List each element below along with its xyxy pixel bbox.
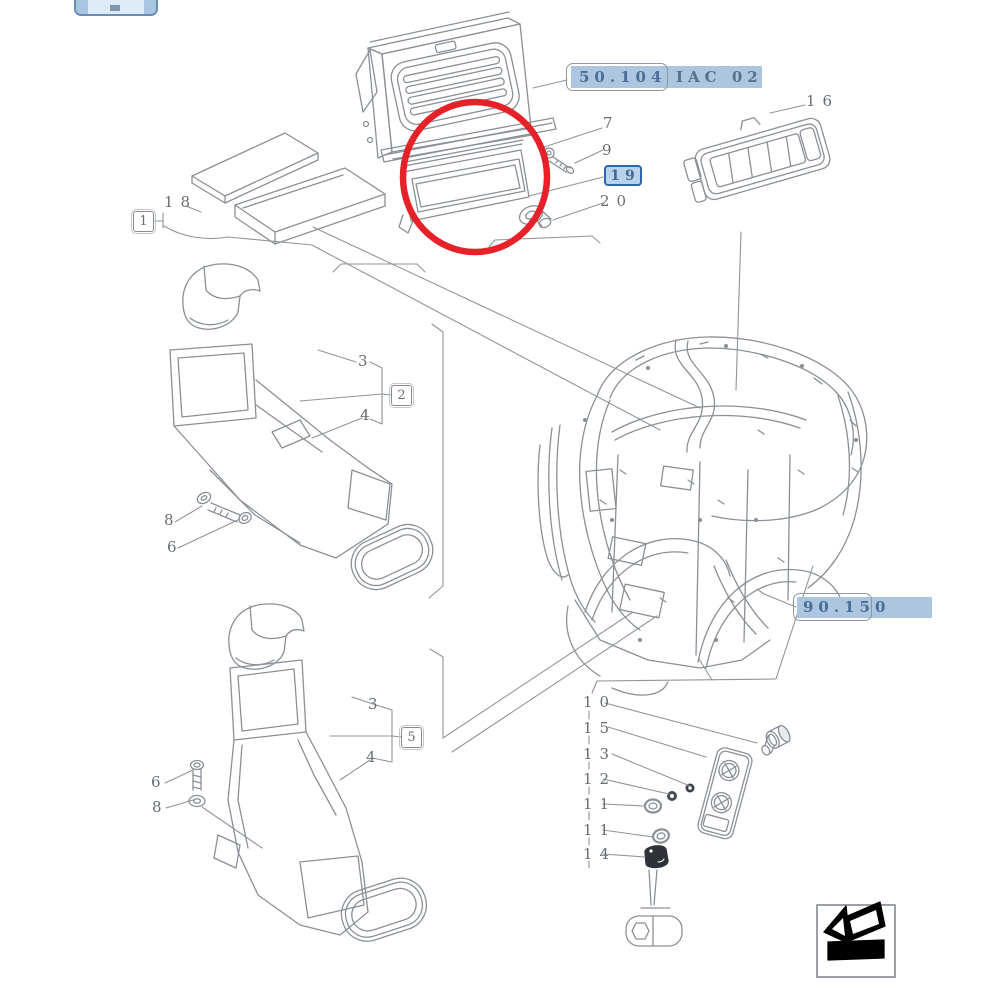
lower-corner-duct-drawing	[228, 603, 305, 670]
section-ref-bottom-outline	[793, 593, 872, 621]
upper-duct-drawing	[169, 343, 393, 559]
small-grommets-drawing	[643, 783, 695, 844]
callout-6-lower: 6	[151, 773, 162, 791]
section-ref-top-outline	[566, 63, 668, 91]
button-glyph	[110, 5, 120, 11]
filter-elements-drawing	[191, 132, 386, 245]
callout-3-lower: 3	[368, 695, 379, 713]
selected-part-callout-19[interactable]: 19	[604, 165, 642, 186]
callout-12: 12	[583, 770, 617, 788]
figure-ref-5: 5	[399, 725, 424, 750]
lower-duct-drawing	[213, 659, 369, 936]
control-plate-drawing	[697, 747, 753, 840]
callout-16: 16	[806, 92, 840, 110]
callout-6-upper: 6	[167, 538, 178, 556]
upper-gasket-ring-drawing	[350, 523, 434, 591]
callout-13: 13	[583, 745, 617, 763]
callout-8-upper: 8	[164, 511, 175, 529]
cab-frame-drawing	[537, 336, 868, 696]
vent-drawing	[683, 117, 831, 203]
section-ref-top-code[interactable]: 50.104	[579, 68, 667, 86]
figure-ref-2: 2	[389, 383, 414, 408]
section-ref-top-highlight[interactable]	[571, 66, 762, 88]
callout-7: 7	[603, 114, 614, 132]
previous-figure-button[interactable]	[817, 905, 895, 977]
lower-gasket-ring-drawing	[340, 877, 428, 942]
cap-detail-view-drawing	[625, 869, 683, 947]
callout-11b: 11	[583, 821, 617, 839]
previous-figure-arrow-icon	[816, 901, 896, 978]
callout-8-lower: 8	[152, 798, 163, 816]
lower-bolt-washer-drawing	[188, 759, 206, 808]
upper-washer-bolt-drawing	[196, 491, 252, 525]
callout-11a: 11	[583, 795, 617, 813]
figure-ref-1: 1	[131, 209, 156, 234]
cap-drawing	[644, 845, 669, 869]
section-ref-bottom-highlight[interactable]	[797, 597, 932, 618]
callout-15: 15	[583, 719, 617, 737]
knob-drawing	[761, 724, 791, 756]
callout-14: 14	[583, 845, 617, 863]
callout-4-upper: 4	[360, 406, 371, 424]
section-ref-top-suffix: IAC 02	[676, 68, 763, 86]
callout-9: 9	[602, 141, 613, 159]
callout-20: 20	[600, 192, 634, 210]
section-ref-bottom-code[interactable]: 90.150	[803, 598, 891, 616]
callout-10: 10	[583, 693, 617, 711]
hvac-unit-drawing	[355, 11, 533, 160]
callout-3-upper: 3	[358, 352, 369, 370]
leader-lines	[152, 79, 814, 869]
partial-toolbar-button[interactable]	[74, 0, 158, 16]
filter-cover-strip-drawing	[380, 117, 557, 163]
callout-4-lower: 4	[366, 748, 377, 766]
upper-corner-duct-drawing	[182, 263, 261, 330]
callout-18: 18	[164, 193, 198, 211]
highlight-circle	[399, 98, 551, 256]
